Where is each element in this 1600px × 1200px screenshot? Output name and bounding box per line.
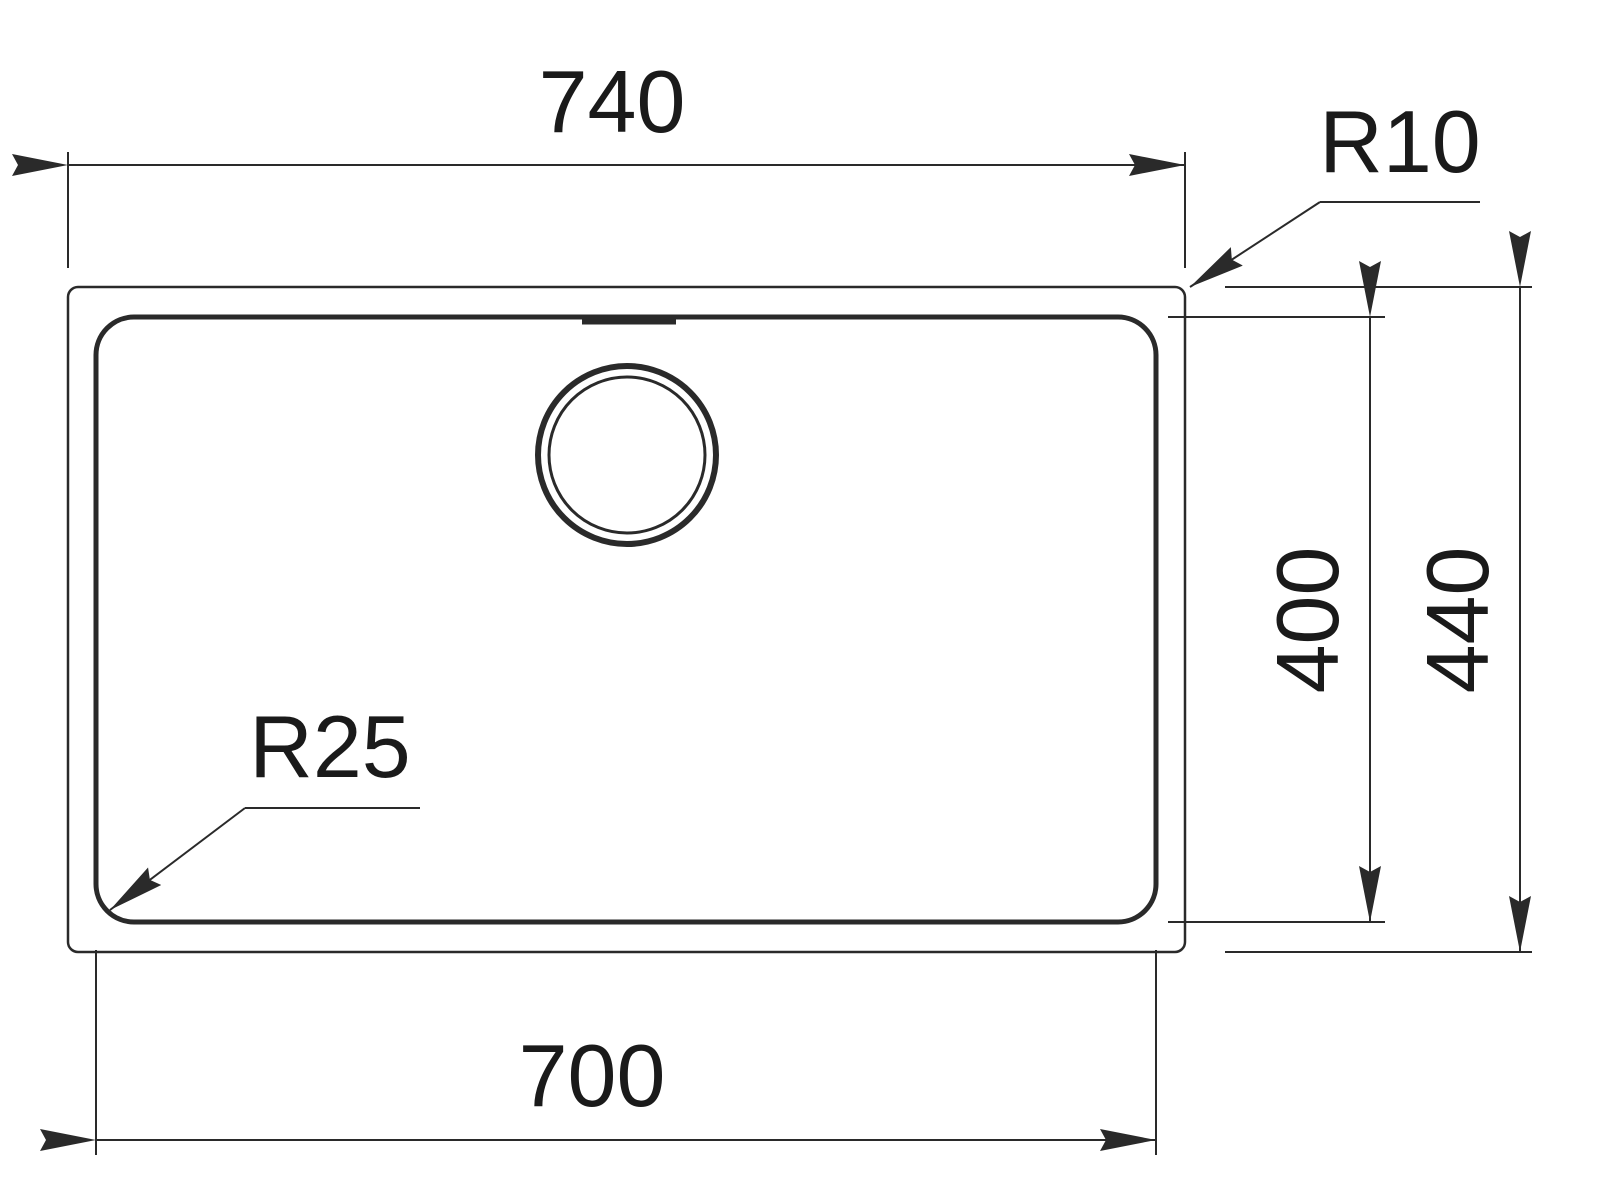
bowl-height-label: 400 bbox=[1258, 547, 1357, 694]
sink-bowl bbox=[93, 314, 1159, 925]
drain-outer-ring bbox=[535, 363, 719, 547]
sink-outer-rim bbox=[66, 285, 1187, 954]
overall-height-label: 440 bbox=[1408, 547, 1507, 694]
outer-radius-label: R10 bbox=[1319, 92, 1480, 191]
leader-r25-arrow bbox=[109, 807, 246, 911]
bowl-radius-label: R25 bbox=[249, 697, 410, 796]
bowl-width-label: 700 bbox=[519, 1026, 666, 1125]
drain-inner-ring bbox=[547, 375, 707, 535]
overall-width-label: 740 bbox=[539, 52, 686, 151]
leader-r10-arrow bbox=[1189, 201, 1321, 288]
